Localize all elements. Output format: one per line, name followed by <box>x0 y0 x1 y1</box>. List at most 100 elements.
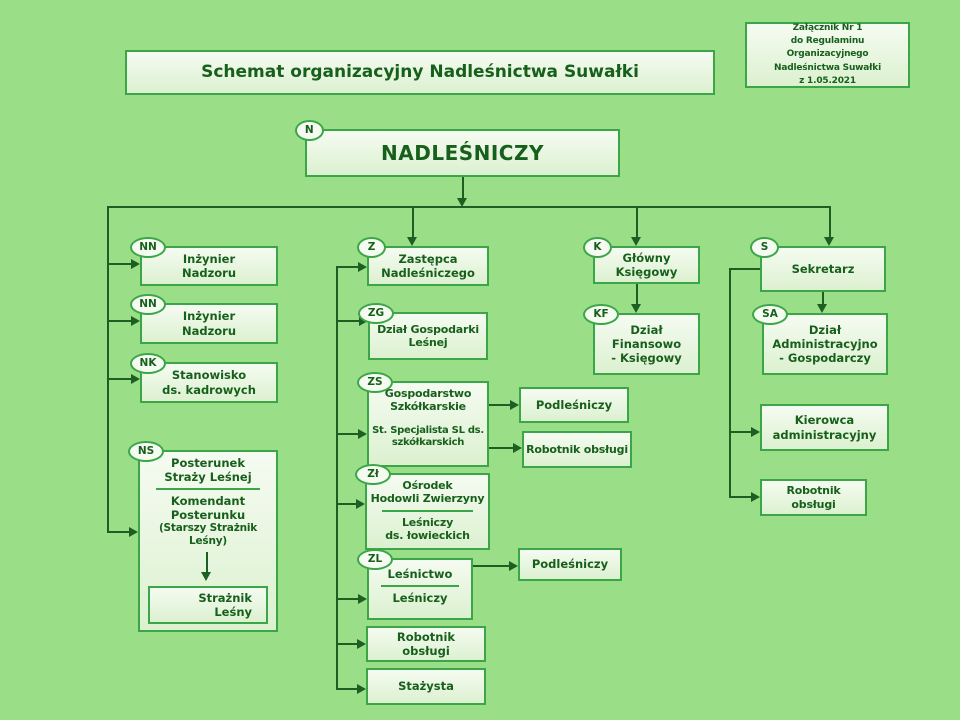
node-straznik-lesny-label: Strażnik Leśny <box>198 590 252 619</box>
node-stanowisko-kadrowe-label: Stanowisko ds. kadrowych <box>162 368 256 397</box>
arrowhead-to-nn2 <box>131 316 140 326</box>
node-nadlesniczy: N NADLEŚNICZY <box>295 120 620 177</box>
arrowhead-to-staz <box>357 684 366 694</box>
node-stazysta: Stażysta <box>366 668 486 705</box>
arrowhead-root-drop <box>457 198 467 207</box>
connector-s-spine <box>729 268 731 498</box>
connector-to-z <box>336 266 359 268</box>
badge-k: K <box>583 237 612 258</box>
node-posterunek-role-detail: (Starszy Strażnik Leśny) <box>158 522 258 547</box>
badge-nk: NK <box>130 353 166 374</box>
node-podlesniczy-lesnictwo-label: Podleśniczy <box>531 557 609 572</box>
connector-to-zlh <box>336 503 357 505</box>
lesnictwo-divider <box>381 585 459 588</box>
node-kierowca-label: Kierowca administracyjny <box>772 413 877 442</box>
node-stazysta-label: Stażysta <box>398 679 454 694</box>
connector-drop-z <box>412 206 414 238</box>
badge-zl: ZL <box>357 549 393 570</box>
node-robotnik-szkolka: Robotnik obsługi <box>522 431 632 468</box>
node-podlesniczy-szkolka: Podleśniczy <box>519 387 629 423</box>
badge-n: N <box>295 120 324 141</box>
node-osrodek-role: Leśniczy ds. łowieckich <box>385 515 470 543</box>
connector-drop-s <box>829 206 831 238</box>
arrowhead-drop-k <box>631 237 641 246</box>
node-dzial-gospodarki: ZG Dział Gospodarki Leśnej <box>358 303 488 360</box>
arrowhead-drop-s <box>824 237 834 246</box>
connector-to-zl <box>336 598 359 600</box>
node-osrodek-hodowli: Zł Ośrodek Hodowli Zwierzyny Leśniczy ds… <box>355 464 490 550</box>
arrowhead-drop-z <box>407 237 417 246</box>
connector-to-nn1 <box>108 263 132 265</box>
node-posterunek-unit: Posterunek Straży Leśnej <box>164 456 252 485</box>
badge-nn1: NN <box>130 237 166 258</box>
node-gospodarstwo-unit: Gospodarstwo Szkółkarskie <box>384 387 472 414</box>
node-robotnik-administracja-label: Robotnik obsługi <box>786 484 841 511</box>
arrowhead-zl-podlesniczy <box>509 561 518 571</box>
arrowhead-zs-podlesniczy <box>510 400 519 410</box>
arrowhead-to-nk <box>131 374 140 384</box>
node-podlesniczy-szkolka-label: Podleśniczy <box>535 397 613 412</box>
node-dzial-finansowy-label: Dział Finansowo - Księgowy <box>611 322 682 365</box>
arrowhead-to-rob2 <box>751 492 760 502</box>
arrowhead-to-zl <box>358 594 367 604</box>
connector-zs-podlesniczy <box>489 404 511 406</box>
arrowhead-ns-inner <box>201 572 211 581</box>
node-posterunek-strazy: NS Posterunek Straży Leśnej Komendant Po… <box>128 441 278 632</box>
node-lesnictwo: ZL Leśnictwo Leśniczy <box>357 549 473 620</box>
node-inzynier-nadzoru-1: NN Inżynier Nadzoru <box>130 237 278 286</box>
connector-to-rob <box>336 643 358 645</box>
connector-to-kierowca <box>730 431 752 433</box>
connector-drop-k <box>636 206 638 238</box>
connector-zs-robotnik <box>489 447 514 449</box>
node-robotnik-obslugi-label: Robotnik obsługi <box>396 629 456 658</box>
connector-to-nk <box>108 378 132 380</box>
connector-root-drop <box>462 177 464 201</box>
node-lesnictwo-role: Leśniczy <box>392 591 448 606</box>
connector-to-rob2 <box>730 496 752 498</box>
badge-kf: KF <box>583 304 619 325</box>
annex-note-box: Załącznik Nr 1 do Regulaminu Organizacyj… <box>745 22 910 88</box>
badge-zlh: Zł <box>355 464 391 485</box>
badge-zs: ZS <box>357 372 393 393</box>
connector-s-sa <box>822 292 824 305</box>
node-gospodarstwo-role: St. Specjalista SL ds. szkółkarskich <box>372 424 484 448</box>
node-posterunek-role: Komendant Posterunku <box>170 494 246 523</box>
arrowhead-to-rob <box>357 639 366 649</box>
node-dzial-gospodarki-label: Dział Gospodarki Leśnej <box>377 322 479 349</box>
connector-ns-inner <box>206 552 208 574</box>
node-kierowca: Kierowca administracyjny <box>760 404 889 451</box>
node-glowny-ksiegowy: K Główny Księgowy <box>583 237 700 284</box>
chart-title: Schemat organizacyjny Nadleśnictwa Suwał… <box>201 62 639 83</box>
arrowhead-to-kierowca <box>751 427 760 437</box>
node-gospodarstwo-szkolkarskie: ZS Gospodarstwo Szkółkarskie St. Specjal… <box>357 372 489 467</box>
node-podlesniczy-lesnictwo: Podleśniczy <box>518 548 622 581</box>
arrowhead-to-nn1 <box>131 259 140 269</box>
node-osrodek-unit: Ośrodek Hodowli Zwierzyny <box>370 479 485 506</box>
badge-zg: ZG <box>358 303 394 324</box>
connector-to-nn2 <box>108 320 132 322</box>
node-robotnik-administracja: Robotnik obsługi <box>760 479 867 516</box>
connector-k-kf <box>636 284 638 305</box>
connector-to-staz <box>336 688 358 690</box>
connector-zl-podlesniczy <box>473 565 510 567</box>
connector-distribution-line <box>108 206 831 208</box>
connector-s-left <box>730 268 760 270</box>
arrowhead-k-kf <box>631 304 641 313</box>
connector-to-ns <box>108 531 130 533</box>
node-nadlesniczy-label: NADLEŚNICZY <box>381 140 544 165</box>
node-inzynier-nadzoru-1-label: Inżynier Nadzoru <box>181 251 237 280</box>
arrowhead-s-sa <box>817 304 827 313</box>
node-dzial-administracyjny: SA Dział Administracyjno - Gospodarczy <box>752 304 888 375</box>
node-robotnik-obslugi: Robotnik obsługi <box>366 626 486 662</box>
connector-to-zs <box>336 433 359 435</box>
node-inzynier-nadzoru-2: NN Inżynier Nadzoru <box>130 294 278 344</box>
osrodek-divider <box>381 509 474 512</box>
node-sekretarz: S Sekretarz <box>750 237 886 292</box>
badge-sa: SA <box>752 304 788 325</box>
arrowhead-zs-robotnik <box>513 443 522 453</box>
arrowhead-to-zlh <box>356 499 365 509</box>
arrowhead-to-ns <box>129 527 138 537</box>
badge-ns: NS <box>128 441 164 462</box>
node-sekretarz-label: Sekretarz <box>791 261 855 276</box>
